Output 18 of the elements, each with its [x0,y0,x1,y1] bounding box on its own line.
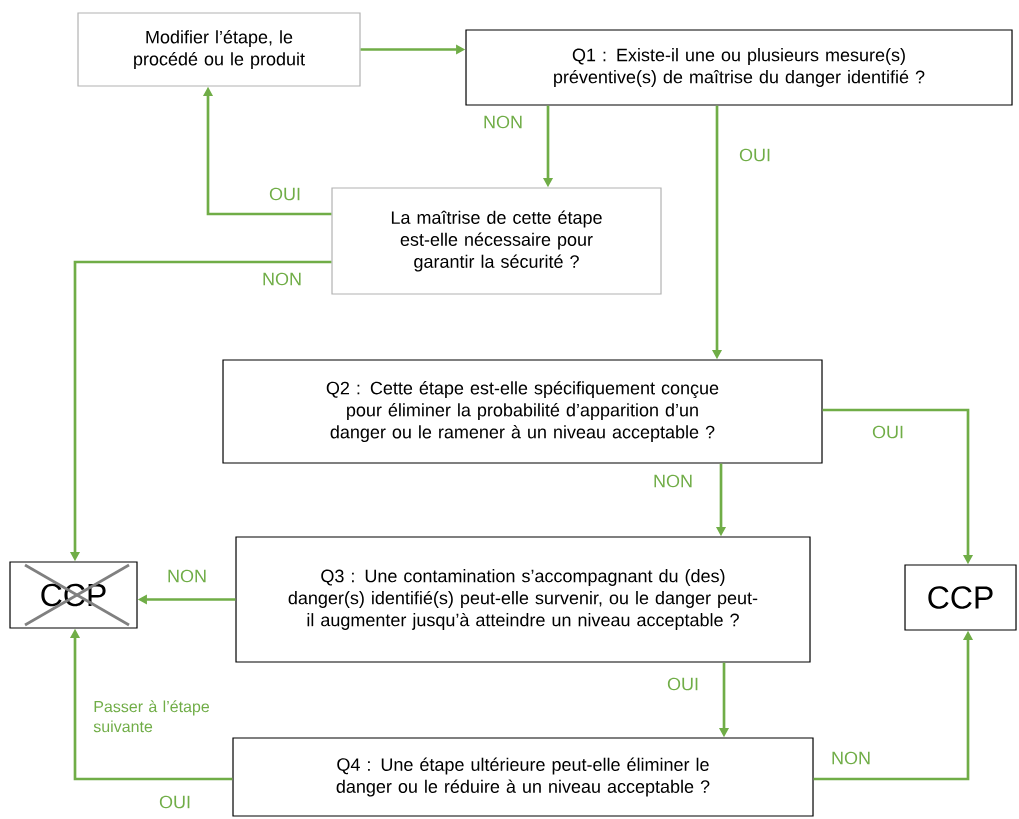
question-box: Q4 : Une étape ultérieure peut-elle éliminer le danger ou le réduire à un niveau acceptable ? [232,737,814,817]
edge-label: NON [263,272,301,286]
edge-label: OUI [872,425,903,439]
ccp-box: CCP [904,564,1017,631]
edge-label: NON [832,751,870,765]
edge-label: NON [654,474,692,488]
edge-label: NON [168,569,206,583]
question-box: Q1 : Existe-il une ou plusieurs mesure(s) préventive(s) de maîtrise du danger identifié ? [465,29,1013,106]
process-box: Modifier l’étape, le procédé ou le produit [77,12,361,87]
process-box: La maîtrise de cette étape est-elle nécessaire pour garantir la sécurité ? [331,187,662,295]
edge-label: OUI [159,795,190,809]
question-box: Q3 : Une contamination s’accompagnant du (des) danger(s) identifié(s) peut-elle survenir, ou le danger peut-il augmenter jusqu’à atteindre un niveau acceptable ? [235,536,811,663]
edge-label: OUI [739,148,770,162]
edge-label: NON [484,115,522,129]
note-text: Passer à l’étape suivante [93,700,210,733]
edge-label: OUI [667,677,698,691]
question-box: Q2 : Cette étape est-elle spécifiquement conçue pour éliminer la probabilité d’apparition d’un danger ou le ramener à un niveau acceptable ? [222,359,823,464]
edge-label: OUI [269,187,300,201]
